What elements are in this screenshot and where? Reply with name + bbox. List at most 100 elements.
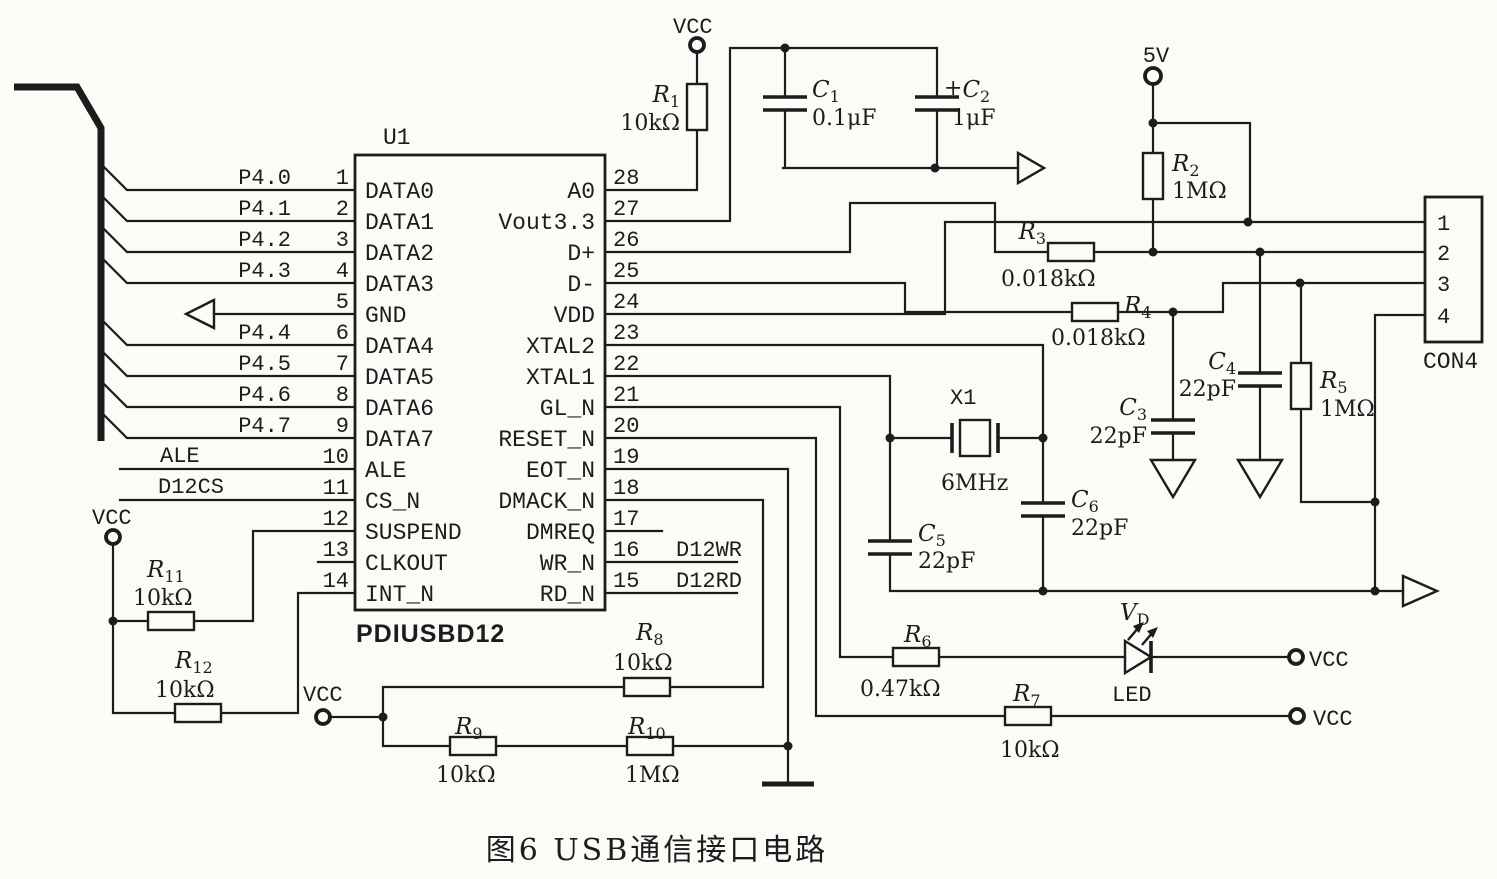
junction-dot [1370,586,1380,596]
net-label: P4.6 [238,383,291,408]
resistor-ref: R9 [454,714,483,743]
resistor-body [1046,241,1096,263]
resistor-ref: R2 [1171,151,1200,180]
pin-number: 7 [336,352,349,377]
pin-number: 17 [613,507,639,532]
net-label-ale: ALE [160,444,200,469]
pin-name: DATA4 [365,334,434,360]
pin-number: 27 [613,197,639,222]
capacitor-c1: C1 0.1μF [763,77,877,131]
capacitor-plates [1151,418,1195,435]
resistor-value: 10kΩ [613,651,673,676]
wires-right-mid [603,343,1405,786]
resistor-value: 0.018kΩ [1001,267,1096,292]
wires-left-pullups [111,529,357,715]
resistor-ref: R10 [627,714,666,743]
vcc-terminal [1288,707,1306,725]
wires-right-top [603,46,1427,593]
vcc-label: VCC [303,683,343,708]
led-ref: VD [1120,600,1149,629]
pin-name: D+ [567,241,595,267]
junction-dot [1038,433,1048,443]
led-vd: VD LED [1112,600,1158,708]
junction-dot [1148,247,1158,257]
resistor-body [1289,361,1313,411]
capacitor-ref: C4 [1208,349,1236,378]
net-label: P4.3 [238,259,291,284]
net-label: P4.1 [238,197,291,222]
junction-dot [1255,247,1265,257]
connector-pin: 4 [1437,305,1450,330]
gnd-triangle-icon [1235,458,1285,500]
pin-number: 10 [323,445,349,470]
ic-body [353,153,607,612]
junction-dots [108,43,1380,751]
pin-name: ALE [365,458,406,484]
pin-number: 23 [613,321,639,346]
pin-name: CS_N [365,489,420,515]
resistor-r2: R2 1MΩ [1141,151,1227,204]
pin-name: VDD [554,303,595,329]
resistor-r1: R1 10kΩ [620,82,709,136]
figure-caption: 图6 USB通信接口电路 [486,833,829,868]
pin-name: DMREQ [526,520,595,546]
connector-pin: 1 [1437,212,1450,237]
junction-dot [1148,118,1158,128]
capacitor-ref: C1 [812,77,840,106]
pin-name: GND [365,303,406,329]
resistor-value: 1MΩ [1172,179,1227,204]
junction-dot [930,163,940,173]
junction-dot [1295,278,1305,288]
crystal-x1: X1 6MHz [941,386,1008,496]
resistor-body [1070,301,1120,323]
junction-dot [1243,217,1253,227]
capacitor-plates [915,95,959,112]
connector-label: CON4 [1423,349,1478,375]
resistor-value: 1MΩ [625,763,680,788]
vcc-label: VCC [1313,707,1353,732]
resistor-ref: R3 [1017,219,1046,248]
pin-name: DATA0 [365,179,434,205]
pin-name: GL_N [540,396,595,422]
ground-symbols [183,150,1440,787]
capacitor-c6: C6 22pF [1021,487,1128,541]
junction-dot [1168,307,1178,317]
pin-number: 15 [613,569,639,594]
capacitor-c5: C5 22pF [868,521,975,574]
resistor-body [891,646,941,668]
resistor-r7: R7 10kΩ [1000,681,1060,763]
led-label: LED [1112,683,1152,708]
pin-name: DATA7 [365,427,434,453]
net-label: P4.4 [238,321,291,346]
pin-number: 9 [336,414,349,439]
resistor-value: 0.47kΩ [860,677,941,702]
gnd-arrow-left-icon [183,298,216,330]
resistor-body [448,735,498,757]
capacitor-ref: C6 [1071,487,1099,516]
capacitor-value: 22pF [1071,516,1128,541]
resistor-r11: R11 10kΩ [133,557,196,632]
pin-number: 22 [613,352,639,377]
capacitor-c3: C3 22pF [1090,395,1195,449]
resistor-r4: R4 0.018kΩ [1051,293,1152,351]
resistor-r12: R12 10kΩ [155,648,223,724]
net-label: P4.2 [238,228,291,253]
net-label: P4.5 [238,352,291,377]
pin-number: 16 [613,538,639,563]
pin-number: 12 [323,507,349,532]
ic-pdiusbd12: U1 PDIUSBD12 [353,125,607,648]
5v-terminal [1143,66,1163,86]
junction-dot [108,616,118,626]
crystal-body [958,418,992,458]
pin-name: DATA3 [365,272,434,298]
pin-name: WR_N [540,551,595,577]
net-label-d12rd: D12RD [676,569,742,594]
pin-name: D- [567,272,595,298]
pin-number: 5 [336,290,349,315]
arrow-right-icon [1016,150,1047,186]
pin-name: DATA6 [365,396,434,422]
ic-right-pins: 28 A0 27 Vout3.3 26 D+ 25 D- 24 VDD 23 X… [498,166,742,608]
pin-number: 25 [613,259,639,284]
capacitor-value: 0.1μF [812,106,877,131]
junction-dot [780,43,790,53]
